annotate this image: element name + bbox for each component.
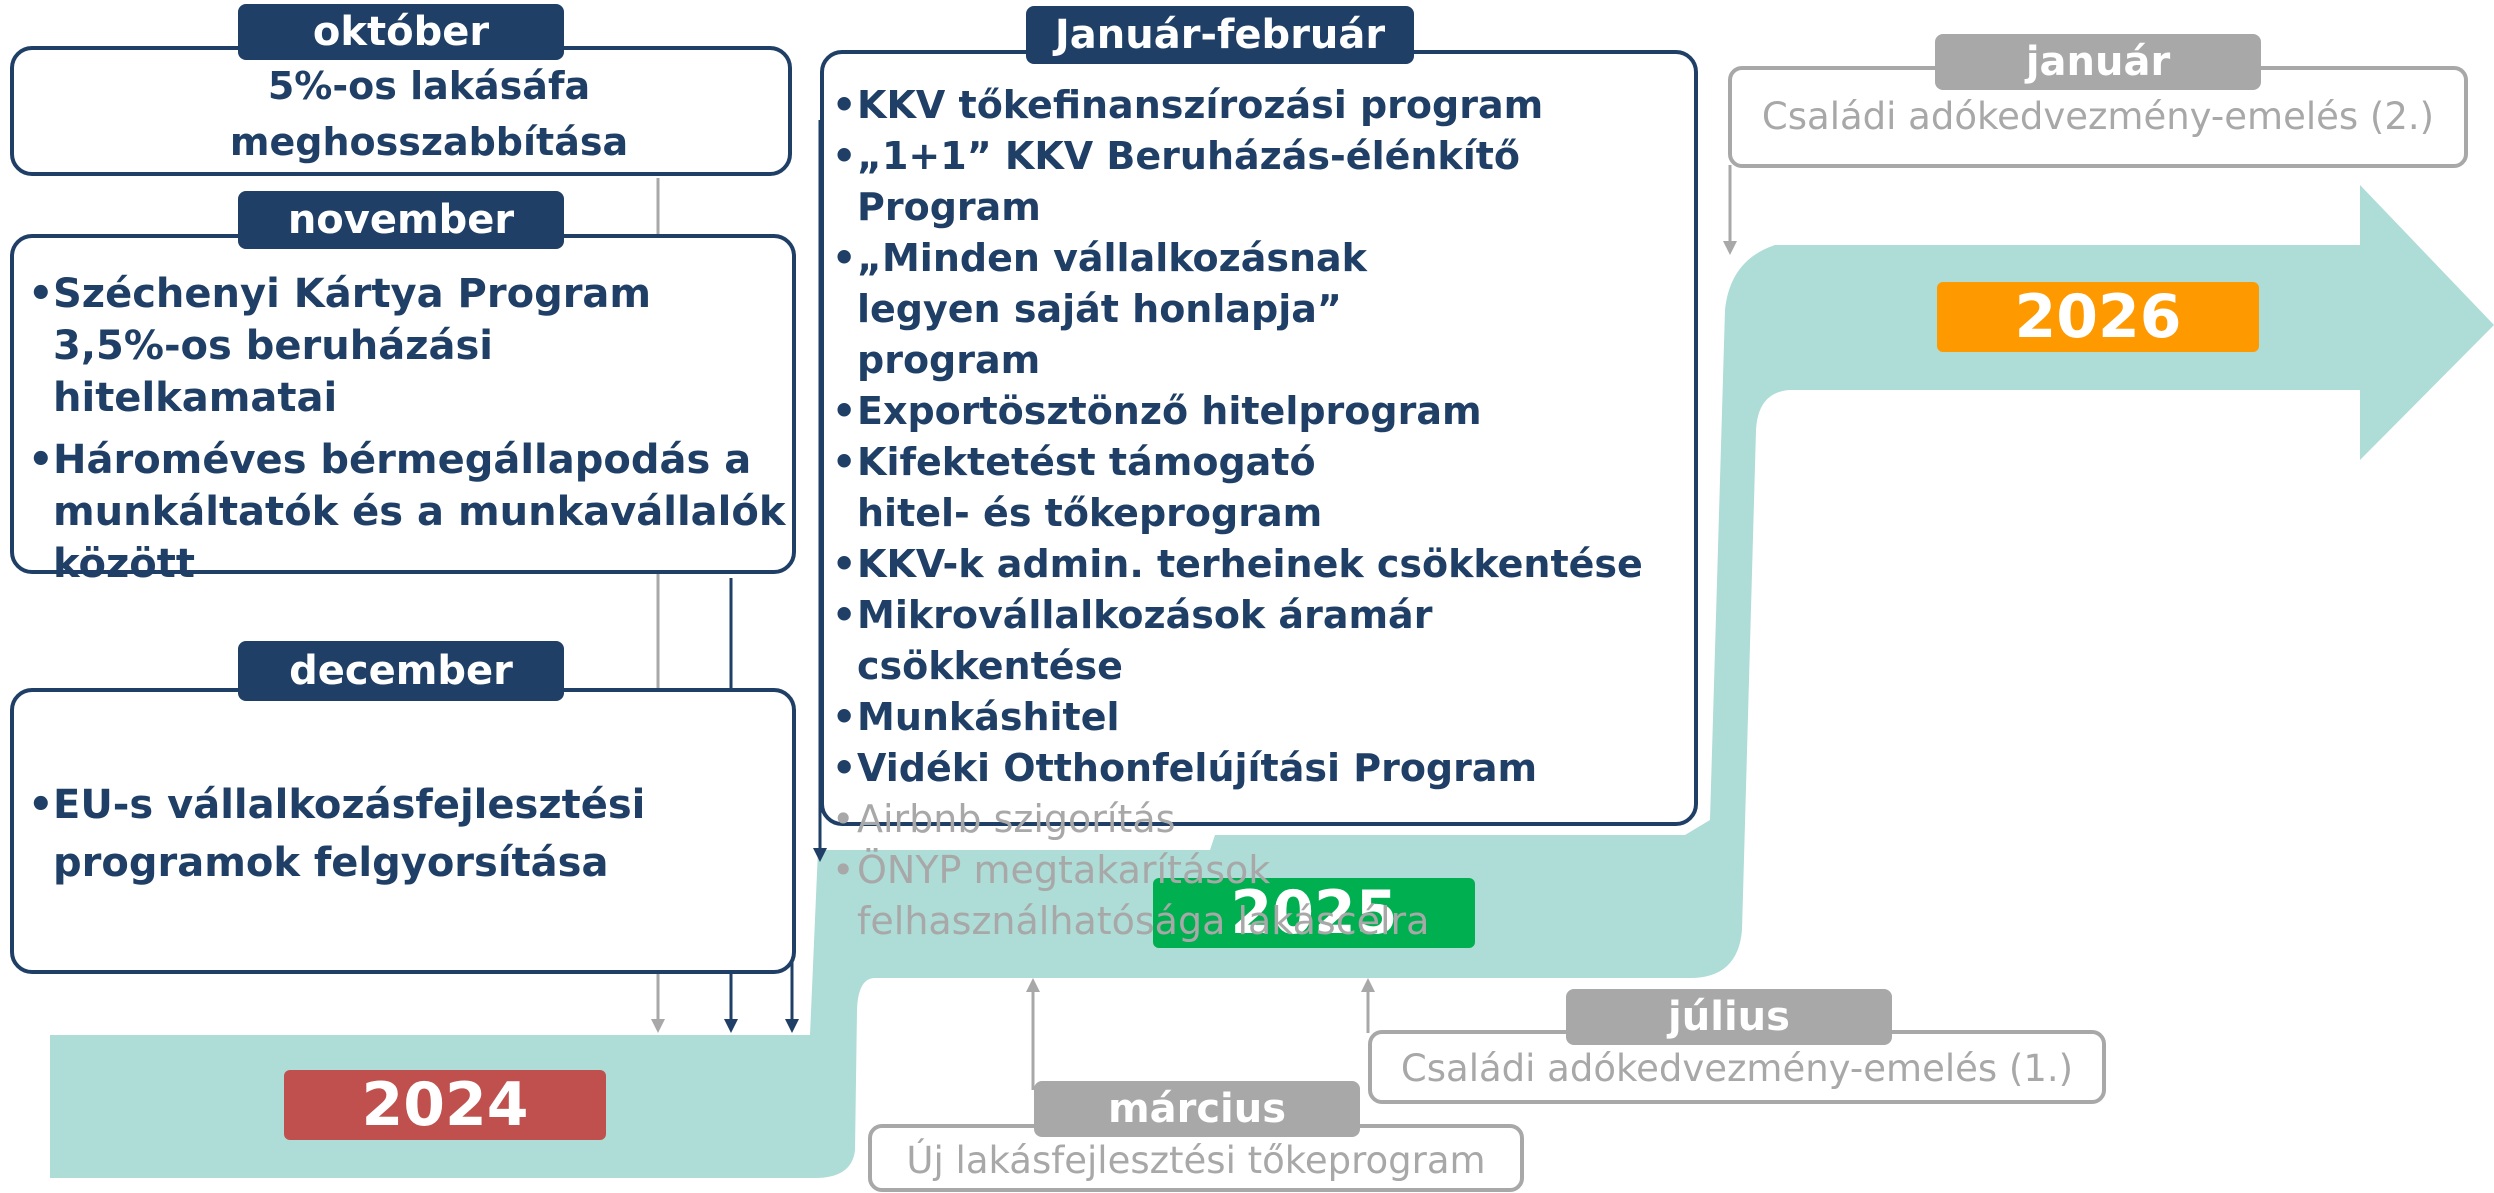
october-label: október xyxy=(238,4,564,60)
january-label: január xyxy=(1935,34,2261,90)
january-february-item: „Minden vállalkozásnak legyen saját honl… xyxy=(830,233,1690,386)
july-box: Családi adókedvezmény-emelés (1.) xyxy=(1368,1030,2106,1104)
january-february-item: Munkáshitel xyxy=(830,692,1690,743)
january-february-item: Vidéki Otthonfelújítási Program xyxy=(830,743,1690,794)
december-box: EU-s vállalkozásfejlesztési programok fe… xyxy=(10,688,796,974)
december-list: EU-s vállalkozásfejlesztési programok fe… xyxy=(26,776,766,892)
january-february-box: KKV tőkefinanszírozási program „1+1” KKV… xyxy=(820,50,1698,943)
november-item: Hároméves bérmegállapodás a munkáltatók … xyxy=(26,434,786,590)
december-label: december xyxy=(238,641,564,701)
july-text: Családi adókedvezmény-emelés (1.) xyxy=(1400,1047,2074,1090)
november-box: Széchenyi Kártya Program 3,5%-os beruház… xyxy=(10,234,796,587)
january-february-list: KKV tőkefinanszírozási program „1+1” KKV… xyxy=(830,80,1690,947)
march-label: március xyxy=(1034,1081,1360,1137)
january-february-item: Mikrovállalkozások áramár csökkentése xyxy=(830,590,1690,692)
january-february-item: Kifektetést támogató hitel- és tőkeprogr… xyxy=(830,437,1690,539)
january-february-label: Január-február xyxy=(1026,6,1414,64)
january-february-item: „1+1” KKV Beruházás-élénkítő Program xyxy=(830,131,1690,233)
january-february-item: Exportösztönző hitelprogram xyxy=(830,386,1690,437)
december-item: EU-s vállalkozásfejlesztési programok fe… xyxy=(26,776,766,892)
january-february-grey-item: ÖNYP megtakarítások felhasználhatósága l… xyxy=(830,845,1690,947)
january-february-item: KKV-k admin. terheinek csökkentése xyxy=(830,539,1690,590)
year-2026-badge: 2026 xyxy=(1937,282,2259,352)
october-box: 5%-os lakásáfa meghosszabbítása xyxy=(10,46,792,176)
year-2024-badge: 2024 xyxy=(284,1070,606,1140)
january-february-grey-item: Airbnb szigorítás xyxy=(830,794,1690,845)
march-text: Új lakásfejlesztési tőkeprogram xyxy=(906,1139,1486,1182)
july-label: július xyxy=(1566,989,1892,1045)
november-item: Széchenyi Kártya Program 3,5%-os beruház… xyxy=(26,268,786,424)
november-list: Széchenyi Kártya Program 3,5%-os beruház… xyxy=(26,268,786,590)
january-text: Családi adókedvezmény-emelés (2.) xyxy=(1761,95,2435,138)
october-text: 5%-os lakásáfa meghosszabbítása xyxy=(229,64,629,164)
november-label: november xyxy=(238,191,564,249)
january-february-item: KKV tőkefinanszírozási program xyxy=(830,80,1690,131)
